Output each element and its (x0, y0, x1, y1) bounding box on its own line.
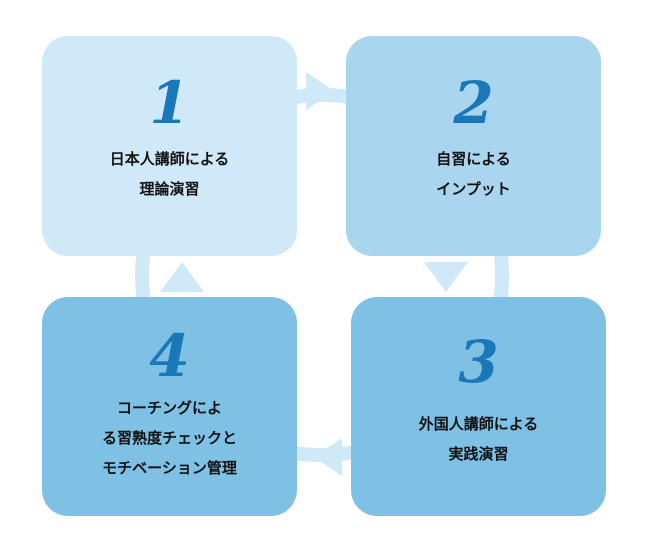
step-2-text-line-1: 自習による (436, 150, 511, 168)
step-card-1: 1 日本人講師による 理論演習 (42, 36, 297, 256)
step-3-text-line-2: 実践演習 (448, 445, 509, 463)
arrow-left-icon (314, 438, 342, 476)
step-number-1: 1 (149, 69, 190, 137)
arrow-right-icon (306, 72, 334, 110)
step-number-4: 4 (149, 322, 190, 390)
step-number-2: 2 (453, 69, 494, 137)
step-card-3: 3 外国人講師による 実践演習 (351, 297, 606, 516)
step-1-text-line-1: 日本人講師による (109, 150, 230, 168)
step-number-3: 3 (458, 328, 499, 396)
step-card-2: 2 自習による インプット (346, 36, 601, 256)
step-2-text-line-2: インプット (436, 180, 511, 198)
step-card-4: 4 コーチングによ る習熟度チェックと モチベーション管理 (42, 297, 297, 516)
arrow-up-icon (160, 262, 204, 292)
step-1-text-line-2: 理論演習 (139, 180, 200, 198)
step-4-text-line-1: コーチングによ (116, 399, 222, 417)
arrow-down-icon (424, 262, 468, 292)
step-4-text-line-2: る習熟度チェックと (101, 429, 237, 447)
step-3-text-line-1: 外国人講師による (418, 415, 539, 433)
step-4-text-line-3: モチベーション管理 (102, 459, 237, 477)
